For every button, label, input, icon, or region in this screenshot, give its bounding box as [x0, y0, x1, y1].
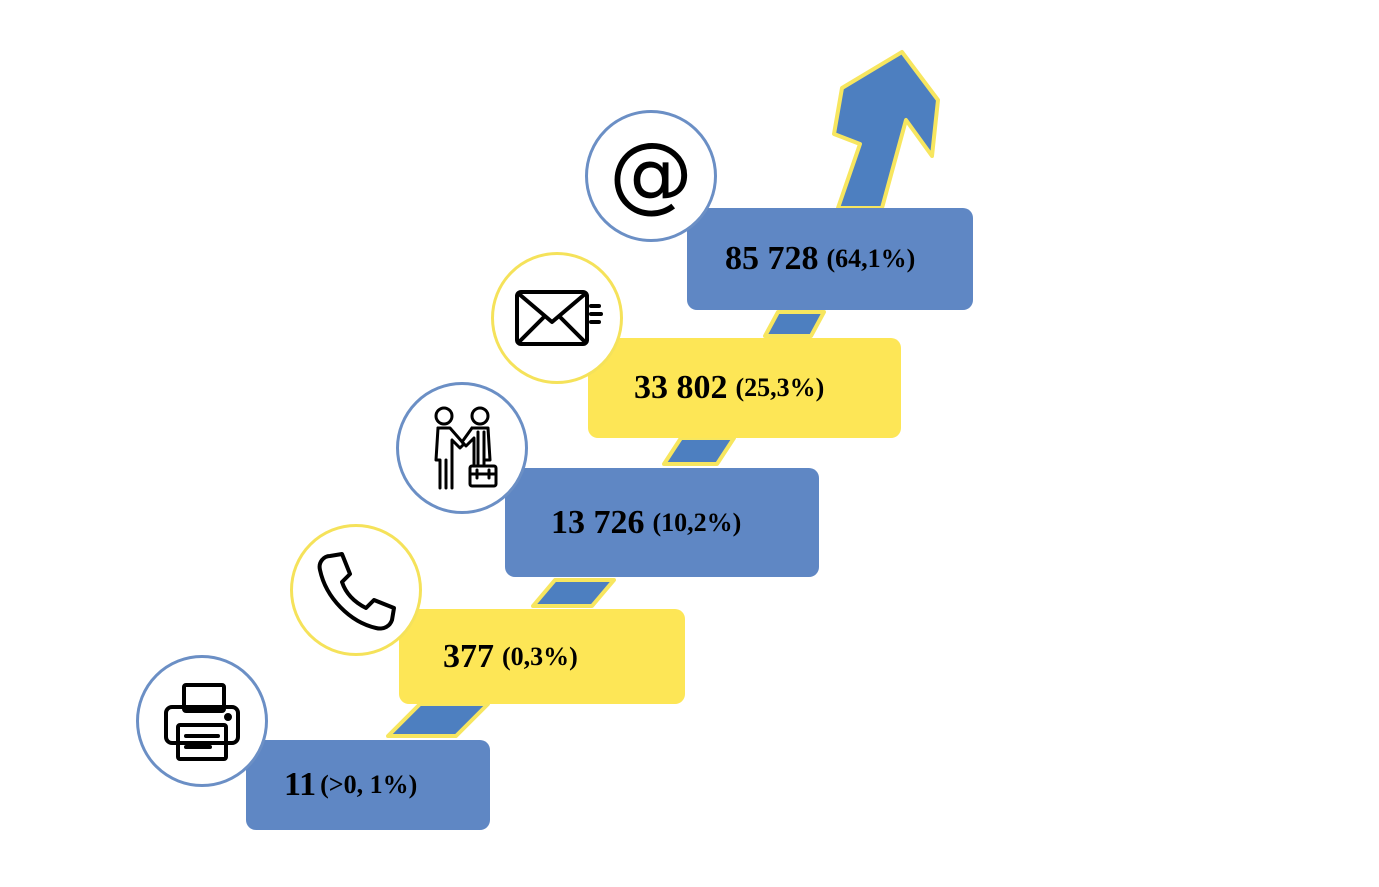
step-fax: 11 (>0, 1%)	[246, 740, 490, 830]
step-value: 11	[284, 766, 317, 803]
step-email: 85 728 (64,1%)	[687, 208, 973, 310]
step-value: 85 728	[725, 240, 819, 277]
at-glyph: @	[609, 124, 693, 222]
handshake-meeting-icon	[396, 382, 528, 514]
step-share: (0,3%)	[502, 641, 578, 671]
arrow-shaft	[386, 310, 826, 738]
arrow-head	[832, 50, 940, 210]
step-share: (>0, 1%)	[320, 770, 418, 799]
step-mail: 33 802 (25,3%)	[588, 338, 901, 438]
step-phone: 377 (0,3%)	[399, 609, 685, 704]
step-share: (64,1%)	[826, 244, 916, 273]
envelope-mail-icon	[491, 252, 623, 384]
step-value: 13 726	[551, 503, 645, 541]
at-email-icon: @	[585, 110, 717, 242]
step-share: (10,2%)	[652, 507, 742, 537]
step-meeting: 13 726 (10,2%)	[505, 468, 819, 577]
phone-icon	[290, 524, 422, 656]
step-value: 377	[443, 637, 494, 675]
step-value: 33 802	[634, 369, 728, 406]
fax-printer-icon	[136, 655, 268, 787]
step-share: (25,3%)	[735, 373, 825, 402]
